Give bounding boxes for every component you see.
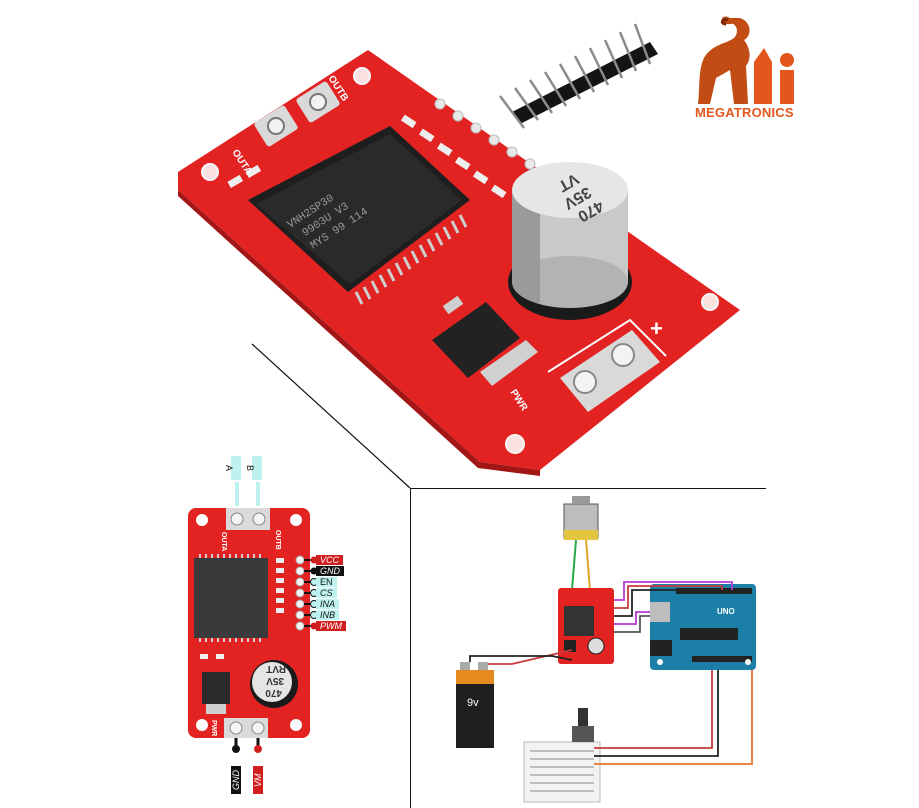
pinout-silk-outa: OUTA	[220, 532, 227, 551]
pin-label-gnd-bottom: GND	[231, 766, 241, 794]
driver-board	[558, 588, 614, 664]
dc-motor	[563, 496, 599, 540]
divider-vertical	[410, 488, 411, 808]
tag-b: B	[245, 456, 262, 480]
pin-label-gnd: GND	[316, 566, 344, 576]
potentiometer	[572, 708, 594, 742]
pinout-cap-text-2: 35V	[266, 675, 284, 686]
brand-name: MEGATRONICS	[695, 105, 794, 120]
pinout-cap-text-3: RVT	[266, 663, 286, 674]
pinout-cap-text-1: 470	[265, 687, 282, 698]
power-terminal	[547, 318, 667, 412]
board-photo: VNH2SP30 9903U V3 MYS 99 114 470 35V VT …	[178, 23, 740, 489]
goat-icon	[698, 16, 794, 104]
wiring-diagram: UNO 9v	[456, 496, 756, 803]
pin-label-cs: CS	[316, 588, 337, 598]
pin-label-en: EN	[316, 577, 337, 587]
divider-diagonal	[251, 343, 411, 489]
pin-label-vcc: VCC	[316, 555, 344, 565]
pin-label-vm: VM	[253, 766, 263, 794]
arduino-label: UNO	[717, 607, 735, 616]
driver-chip	[248, 126, 470, 305]
regulator	[432, 295, 538, 386]
battery-label: 9v	[467, 697, 479, 709]
pinout-diagram: OUTA OUTB PWR 470 35V RVT	[188, 482, 318, 753]
silk-plus: +	[650, 316, 663, 341]
pin-label-inb: INB	[316, 610, 340, 620]
pin-label-pwm: PWM	[316, 621, 346, 631]
divider-horizontal	[410, 488, 766, 489]
battery-9v	[456, 662, 494, 748]
pinout-silk-pwr: PWR	[210, 720, 217, 736]
pin-label-ina: INA	[316, 599, 340, 609]
breadboard	[523, 741, 601, 803]
header-pins	[499, 23, 658, 129]
capacitor	[508, 162, 632, 320]
pinout-silk-outb: OUTB	[274, 530, 281, 550]
arduino-board	[650, 584, 756, 670]
pcb	[178, 50, 740, 476]
tag-a: A	[224, 456, 241, 480]
